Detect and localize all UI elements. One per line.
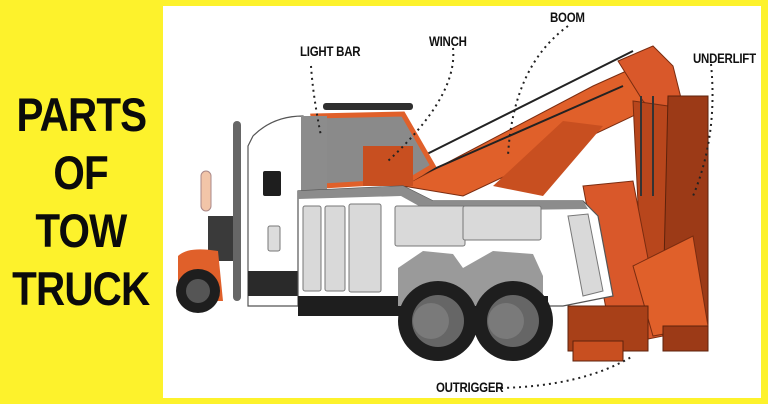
winch-callout — [387, 47, 455, 162]
title-line-tow: TOW — [35, 204, 128, 257]
cab — [176, 115, 327, 313]
underlift-callout — [692, 63, 714, 197]
rear-wheels — [398, 251, 553, 361]
tow-truck-illustration — [176, 25, 714, 389]
title-panel: PARTS OF TOW TRUCK — [0, 0, 162, 404]
label-underlift: UNDERLIFT — [693, 50, 756, 66]
label-boom: BOOM — [550, 9, 585, 25]
diagram-canvas: LIGHT BAR WINCH BOOM UNDERLIFT OUTRIGGER — [163, 6, 761, 398]
callout-lines — [310, 25, 714, 389]
title-line-truck: TRUCK — [12, 262, 150, 315]
title-line-of: OF — [53, 146, 109, 199]
label-outrigger: OUTRIGGER — [436, 379, 504, 395]
label-winch: WINCH — [429, 33, 467, 49]
label-light-bar: LIGHT BAR — [300, 43, 361, 59]
light-bar-cage — [310, 103, 437, 189]
title-line-parts: PARTS — [16, 88, 147, 141]
